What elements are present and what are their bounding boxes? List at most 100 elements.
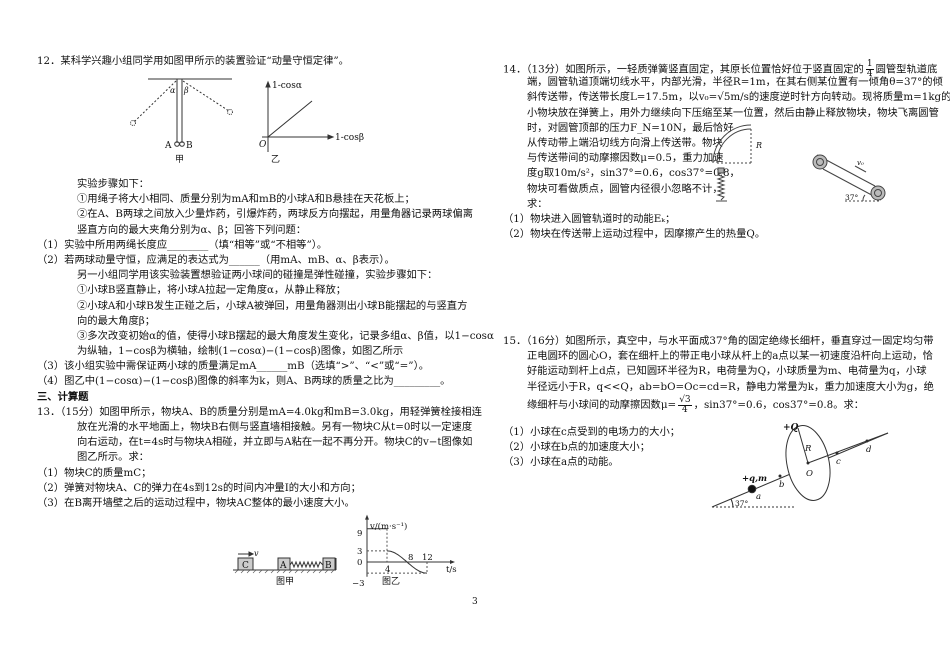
- ball-a-swung: [130, 120, 136, 126]
- q12-subq-3: （3）该小组实验中需保证两小球的质量满足mA______mB（选填“>”、“<”…: [37, 360, 430, 373]
- q13-blocks-figure: [233, 551, 337, 571]
- y-axis-label: 1-cosα: [272, 81, 302, 91]
- lower-wheel-hub: [874, 189, 882, 197]
- center-label: O: [806, 469, 813, 479]
- x-tick-4: 4: [385, 565, 390, 575]
- section-heading: 三、计算题: [37, 390, 89, 403]
- block-c-label: C: [242, 561, 249, 571]
- lower-wheel: [870, 185, 886, 201]
- belt-angle-label: 37°: [845, 193, 859, 202]
- velocity-arrow-head: [248, 551, 255, 557]
- point-b: [778, 474, 782, 478]
- point-d: [865, 439, 869, 443]
- radius-label: R: [755, 141, 762, 150]
- q14-subq-2: （2）物块在传送带上运动过程中，因摩擦产生的热量Q。: [503, 228, 766, 241]
- angle-alpha: α: [170, 86, 176, 95]
- block-b-label: B: [325, 561, 332, 571]
- q12-line: ②小球A和小球B发生正碰之后，小球A被弹回，用量角器测出小球B能摆起的与竖直方: [77, 299, 468, 312]
- belt-velocity-label: v₀: [857, 159, 864, 167]
- block-b: [322, 557, 336, 571]
- point-c: [835, 451, 839, 455]
- velocity-label: v: [254, 549, 259, 558]
- q13-subq-1: （1）物块C的质量mC；: [37, 466, 152, 479]
- q15-line: 好能运动到杆上d点，已知圆环半径为R，电荷量为Q，小球质量为m、电荷量为q，小球: [527, 365, 927, 378]
- ball-a-label: A: [164, 141, 172, 151]
- q14-subq-1: （1）物块进入圆管轨道时的动能Eₖ；: [503, 212, 676, 225]
- angle-arc: [862, 194, 866, 202]
- tube-inner: [716, 128, 752, 164]
- q14-line: 度g取10m/s²，sin37°=0.6，cos37°=0.8，: [527, 167, 740, 180]
- q12-line: ②在A、B两球之间放入少量炸药，引爆炸药，两球反方向摆起，用量角器记录两球偏离: [77, 208, 473, 221]
- x-axis-label: 1-cosβ: [335, 133, 364, 143]
- page-number: 3: [472, 597, 478, 607]
- vt-x-arrow: [450, 560, 455, 564]
- ball-b-label: B: [186, 141, 193, 151]
- block-a: [277, 557, 291, 571]
- swing-line-a: [133, 80, 177, 123]
- q14-line: 从传动带上端沿切线方向滑上传送带。物块: [527, 136, 723, 149]
- x-tick-8: 8: [408, 553, 413, 563]
- belt-velocity-arrow: [854, 165, 867, 173]
- vt-curve: [386, 550, 428, 574]
- caption-tujia: 图甲: [276, 576, 294, 587]
- y-tick-9: 9: [357, 529, 362, 539]
- q12-line: 另一小组同学用该实验装置想验证两小球间的碰撞是弹性碰撞，实验步骤如下：: [77, 269, 438, 282]
- angle-label: 37°: [735, 499, 749, 508]
- vt-graph: [365, 514, 455, 577]
- q12-title: 12．某科学兴趣小组同学用如图甲所示的装置验证“动量守恒定律”。: [37, 55, 349, 67]
- q12-subq-4: （4）图乙中(1−cosα)−(1−cosβ)图像的斜率为k，则A、B两球的质量…: [37, 375, 451, 388]
- x-tick-12: 12: [422, 553, 433, 563]
- q13-line: 向右运动，在t=4s时与物块A相碰，并立即与A粘在一起不再分开。物块C的v−t图…: [77, 436, 473, 449]
- q14-line: 求：: [527, 197, 548, 210]
- q12-body: 实验步骤如下： ①用绳子将大小相同、质量分别为mA和mB的小球A和B悬挂在天花板…: [37, 177, 494, 511]
- point-c-label: c: [836, 457, 841, 467]
- q12-subq-1: （1）实验中所用两绳长度应________（填“相等”或“不相等”）。: [37, 238, 328, 251]
- spring: [716, 172, 726, 201]
- origin-label: O: [259, 140, 267, 150]
- caption-yi: 乙: [271, 154, 280, 165]
- radius-label: R: [804, 444, 812, 454]
- upper-wheel: [812, 154, 828, 170]
- vt-y-label: v/(m·s⁻¹): [369, 521, 407, 532]
- q15-ring-figure: [711, 425, 889, 508]
- swing-line-b: [182, 80, 230, 112]
- x-axis-arrow: [327, 134, 335, 140]
- upper-wheel-hub: [816, 158, 824, 166]
- point-o: [806, 461, 810, 465]
- q14-tube-figure: [712, 124, 886, 202]
- block: [717, 167, 725, 174]
- angle-arc: [730, 498, 734, 508]
- q12-line: 向的最大角度β；: [77, 314, 156, 327]
- q13-line: 图乙所示。求：: [77, 451, 150, 464]
- q15-line: 正电圆环的圆心O，套在细杆上的带正电小球从杆上的a点以某一初速度沿杆向上运动，恰: [527, 350, 933, 363]
- vt-y-arrow: [365, 514, 369, 520]
- spring: [289, 560, 324, 569]
- y-tick-3: 3: [357, 547, 362, 557]
- q14-line: 时，对圆管顶部的压力F_N=10N，最后恰好: [527, 121, 734, 134]
- angle-beta: β: [183, 86, 189, 95]
- q12-line: ①用绳子将大小相同、质量分别为mA和mB的小球A和B悬挂在天花板上；: [77, 193, 415, 206]
- q15-questions: （1）小球在c点受到的电场力的大小； （2）小球在b点的加速度大小； （3）小球…: [503, 425, 680, 471]
- y-axis-arrow: [265, 80, 271, 88]
- q14-line: 物块可看做质点，圆管内径很小忽略不计，: [527, 182, 723, 195]
- q15-subq-1: （1）小球在c点受到的电场力的大小；: [503, 426, 681, 438]
- ball-b-swung: [227, 109, 233, 115]
- point-d-label: d: [866, 445, 872, 455]
- q15-body: 15．（16分）如图所示，真空中，与水平面成37°角的固定绝缘长细杆，垂直穿过一…: [503, 334, 934, 395]
- q13-subq-3: （3）在B离开墙壁之后的运动过程中，物块AC整体的最小速度大小。: [37, 496, 355, 509]
- q12-line: 为纵轴，1−cosβ为横轴，绘制(1−cosα)−(1−cosβ)图像，如图乙所…: [77, 345, 404, 358]
- q15-line: 半径远小于R，q<<Q，ab=bO=Oc=cd=R，静电力常量为k，重力加速度大…: [527, 380, 934, 393]
- tube-outer: [712, 124, 752, 164]
- q15-line: 15．（16分）如图所示，真空中，与水平面成37°角的固定绝缘长细杆，垂直穿过一…: [503, 335, 934, 347]
- q14-line: 端，圆管轨道顶端切线水平，内部光滑，半径R=1m，在其右侧某位置有一倾角θ=37…: [527, 76, 943, 89]
- data-line: [267, 100, 313, 138]
- point-b-label: b: [779, 480, 784, 490]
- q12-graph: [262, 80, 335, 152]
- q14-line: 斜传送带，传送带长度L=17.5m，以v₀=√5m/s的速度逆时针方向转动。现将…: [527, 91, 950, 104]
- q14-line: 小物块放在弹簧上，用外力继续向下压缩至某一位置，然后由静止释放物块，物块飞离圆管: [527, 106, 939, 119]
